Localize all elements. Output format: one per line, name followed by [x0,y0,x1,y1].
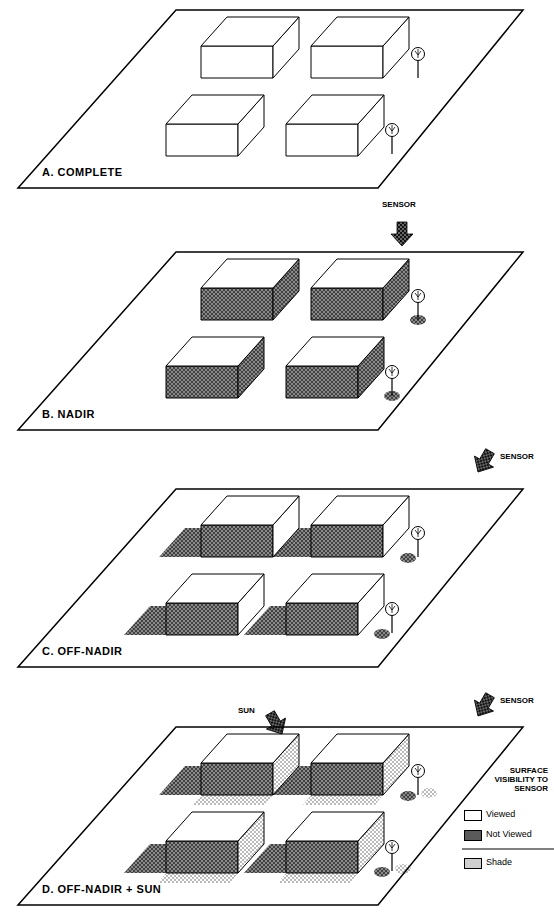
building-front [311,46,383,78]
tree-branches [415,528,421,537]
building-front [311,763,383,795]
ground-panel: A. COMPLETE [16,8,526,190]
hidden-ground [374,629,390,639]
building-roof [201,734,299,763]
tree-branches [415,291,421,300]
building-front [166,603,238,635]
building-roof [286,574,384,603]
ground-panel: B. NADIR [16,250,526,432]
panel-outline [16,725,526,907]
building-roof [201,496,299,525]
tree-canopy [386,124,399,137]
ground-panel: D. OFF-NADIR + SUN [16,725,526,907]
legend-swatch [464,830,482,841]
building-front [286,841,358,873]
building-roof [166,337,264,366]
building-front [311,525,383,557]
shade-ground [395,864,411,874]
scene [166,17,425,156]
panel-label: A. COMPLETE [42,166,123,178]
tree-branches [389,125,395,134]
legend-text: Not Viewed [486,829,532,839]
building-roof [166,95,264,124]
shade-ground [278,873,358,883]
sensor-arrow [468,690,499,722]
building-roof [166,574,264,603]
building-roof [286,337,384,366]
shade-ground [303,795,383,805]
panel-outline [18,252,523,430]
sensor-label: SENSOR [382,200,416,209]
building-roof [166,812,264,841]
sensor-label: SENSOR [500,452,534,461]
tree-branches [415,49,421,58]
panel-label: B. NADIR [42,408,95,420]
legend-text: Viewed [486,809,515,819]
scene [124,734,437,883]
sensor-arrow [468,690,499,722]
tree-canopy [386,603,399,616]
scene [166,259,426,401]
building-roof [286,812,384,841]
building-front [201,763,273,795]
panel-label: C. OFF-NADIR [42,645,123,657]
legend-swatch [464,858,482,869]
sensor-arrow [468,446,499,478]
tree-canopy [412,290,425,303]
building-roof [311,17,409,46]
building-roof [311,496,409,525]
tree-branches [389,367,395,376]
tree-branches [389,842,395,851]
panel-label: D. OFF-NADIR + SUN [42,883,161,895]
building-front [166,366,238,398]
shade-ground [158,873,238,883]
sun-arrow [260,708,291,740]
hidden-ground [374,867,390,877]
tree-canopy [412,527,425,540]
panel-outline [18,489,523,667]
building-roof [311,734,409,763]
panel-outline [18,10,523,188]
building-front [286,124,358,156]
sensor-arrow [391,222,413,246]
tree-branches [389,604,395,613]
panel-outline [16,487,526,669]
panel-outline [16,250,526,432]
panel-outline [16,8,526,190]
shade-ground [421,788,437,798]
building-roof [201,17,299,46]
scene [124,496,425,639]
tree-canopy [386,841,399,854]
building-front [286,603,358,635]
building-front [201,525,273,557]
sensor-arrow [468,446,499,478]
tree-canopy [412,765,425,778]
legend-text: Shade [486,857,512,867]
tree-branches [415,766,421,775]
legend-title: SURFACE VISIBILITY TO SENSOR [482,766,548,794]
legend-divider [462,849,554,850]
sun-label: SUN [238,706,255,715]
hidden-ground [400,791,416,801]
shade-ground [193,795,273,805]
sensor-label: SENSOR [500,696,534,705]
building-roof [311,259,409,288]
hidden-ground [400,553,416,563]
building-roof [201,259,299,288]
building-front [166,124,238,156]
sensor-arrow [391,222,413,246]
ground-panel: C. OFF-NADIR [16,487,526,669]
tree-canopy [412,48,425,61]
sun-arrow [260,708,291,740]
tree-canopy [386,366,399,379]
building-front [201,46,273,78]
panel-outline [18,727,523,905]
building-front [286,366,358,398]
legend-swatch [464,810,482,821]
building-roof [286,95,384,124]
building-front [201,288,273,320]
building-front [311,288,383,320]
building-front [166,841,238,873]
